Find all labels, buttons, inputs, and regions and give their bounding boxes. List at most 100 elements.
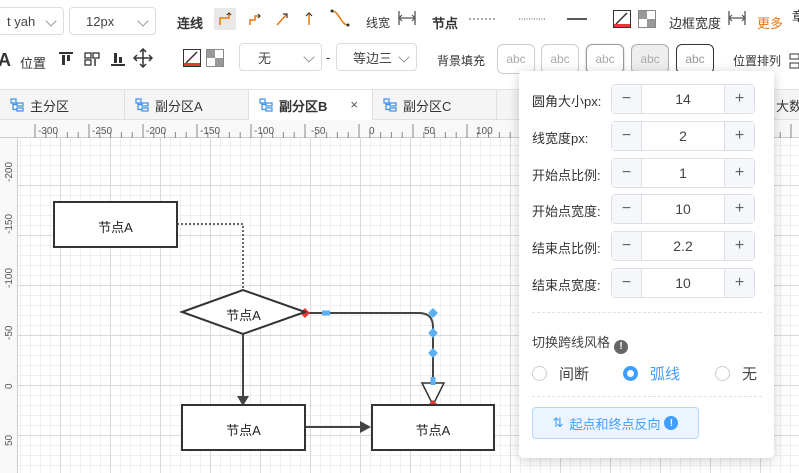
radio-circle [532, 366, 547, 381]
row-label: 线宽度px: [532, 131, 589, 146]
decrement-button[interactable]: − [612, 85, 642, 113]
solid-line-icon[interactable] [567, 8, 587, 30]
step-connector-icon[interactable] [244, 8, 266, 30]
dotted-connector[interactable] [177, 223, 244, 290]
tab-sub-partition-a[interactable]: 副分区A [125, 90, 249, 120]
connector-handle[interactable] [428, 348, 438, 358]
tree-icon [135, 98, 149, 112]
increment-button[interactable]: + [724, 122, 754, 150]
more-link[interactable]: 更多 [757, 16, 784, 31]
increment-button[interactable]: + [724, 159, 754, 187]
font-size-select[interactable]: 12px [69, 7, 156, 35]
connector-handle[interactable] [430, 377, 436, 385]
node-box[interactable] [181, 404, 306, 451]
elbow-connector-icon[interactable] [214, 8, 236, 30]
straight-connector-icon[interactable] [271, 8, 293, 30]
decrement-button[interactable]: − [612, 122, 642, 150]
end-width-input[interactable]: 10 [675, 275, 691, 291]
dotted-line-icon[interactable] [469, 8, 495, 30]
chevron-down-icon [398, 51, 410, 63]
start-ratio-input[interactable]: 1 [679, 165, 687, 181]
style-preset-plain[interactable]: abc [497, 44, 535, 74]
fine-dotted-line-icon[interactable] [519, 8, 545, 30]
style-preset-dark-border[interactable]: abc [676, 44, 714, 74]
info-icon[interactable]: ! [664, 416, 679, 430]
reverse-direction-button[interactable]: ⇅ 起点和终点反向 ! [532, 407, 699, 439]
position-label: 位置 [20, 56, 47, 71]
increment-button[interactable]: + [724, 232, 754, 260]
line-style-select[interactable]: 无 [239, 43, 322, 71]
style-preset-shadow[interactable]: abc [586, 44, 624, 74]
end-width-row: 结束点宽度: − 10 + [532, 268, 762, 298]
start-ratio-stepper: − 1 + [611, 158, 755, 188]
line-width-row: 线宽度px: − 2 + [532, 121, 762, 151]
node-box[interactable] [53, 201, 178, 248]
align-center-icon[interactable] [81, 48, 103, 70]
radio-label: 无 [742, 366, 758, 383]
transparent-fill-icon[interactable] [636, 8, 658, 30]
ruler-tick: 0 [369, 126, 375, 137]
line-width-input[interactable]: 2 [679, 128, 687, 144]
node-box[interactable] [371, 404, 495, 451]
ruler-tick: -300 [38, 126, 59, 137]
style-preset-light[interactable]: abc [541, 44, 579, 74]
start-width-stepper: − 10 + [611, 194, 755, 224]
dash-separator: - [326, 50, 331, 65]
move-icon[interactable] [132, 47, 154, 69]
start-ratio-row: 开始点比例: − 1 + [532, 158, 762, 188]
increment-button[interactable]: + [724, 269, 754, 297]
bold-a-icon[interactable]: A [0, 50, 11, 70]
tab-big-data[interactable]: 大数 [776, 90, 799, 120]
curve-connector-icon[interactable] [328, 6, 352, 30]
divider [532, 396, 762, 397]
increment-button[interactable]: + [724, 195, 754, 223]
fill-color-icon[interactable] [181, 47, 203, 69]
row-label: 结束点宽度: [532, 278, 601, 293]
chevron-down-icon [137, 15, 149, 27]
corner-radius-input[interactable]: 14 [675, 91, 691, 107]
corner-radius-stepper: − 14 + [611, 84, 755, 114]
node-label: 节点A [415, 423, 451, 438]
layout-icon[interactable] [788, 50, 799, 72]
arrow-style-select[interactable]: 等边三 [336, 43, 417, 71]
ruler-tick: -250 [92, 126, 113, 137]
start-width-input[interactable]: 10 [675, 201, 691, 217]
decrement-button[interactable]: − [612, 195, 642, 223]
arrow-head [237, 396, 249, 406]
bg-fill-label: 背景填充 [437, 54, 486, 68]
cross-style-break-radio[interactable]: 间断 [532, 363, 589, 384]
row-label: 开始点比例: [532, 168, 601, 183]
cross-style-none-radio[interactable]: 无 [715, 363, 757, 384]
end-ratio-input[interactable]: 2.2 [673, 238, 693, 254]
decrement-button[interactable]: − [612, 159, 642, 187]
style-preset-filled[interactable]: abc [631, 44, 669, 74]
ruler-tick: 100 [476, 126, 493, 137]
line-color-icon[interactable] [611, 8, 633, 30]
tab-sub-partition-b[interactable]: 副分区B × [249, 90, 373, 120]
border-width-icon[interactable] [726, 7, 748, 29]
decision-node[interactable] [179, 288, 308, 336]
increment-button[interactable]: + [724, 85, 754, 113]
tree-icon [383, 98, 397, 112]
ruler-tick: -100 [254, 126, 275, 137]
decrement-button[interactable]: − [612, 269, 642, 297]
align-bottom-icon[interactable] [107, 48, 129, 70]
font-family-select[interactable]: t yah [0, 7, 64, 35]
align-top-icon[interactable] [55, 48, 77, 70]
decrement-button[interactable]: − [612, 232, 642, 260]
line-width-icon[interactable] [396, 7, 418, 29]
tab-label: 副分区A [155, 98, 203, 114]
transparent-bg-icon[interactable] [204, 47, 226, 69]
close-icon[interactable]: × [350, 97, 358, 112]
connector-label: 连线 [177, 16, 204, 31]
cross-style-arc-radio[interactable]: 弧线 [623, 363, 680, 384]
selected-connector[interactable] [305, 312, 434, 405]
end-width-stepper: − 10 + [611, 268, 755, 298]
tab-main-partition[interactable]: 主分区 [0, 90, 125, 120]
vertical-connector-icon[interactable] [298, 8, 320, 30]
connector-handle[interactable] [322, 310, 330, 316]
info-icon[interactable]: ! [614, 339, 629, 354]
line-width-label: 线宽 [366, 16, 391, 30]
tab-sub-partition-c[interactable]: 副分区C [373, 90, 497, 120]
connector-handle[interactable] [428, 328, 438, 338]
